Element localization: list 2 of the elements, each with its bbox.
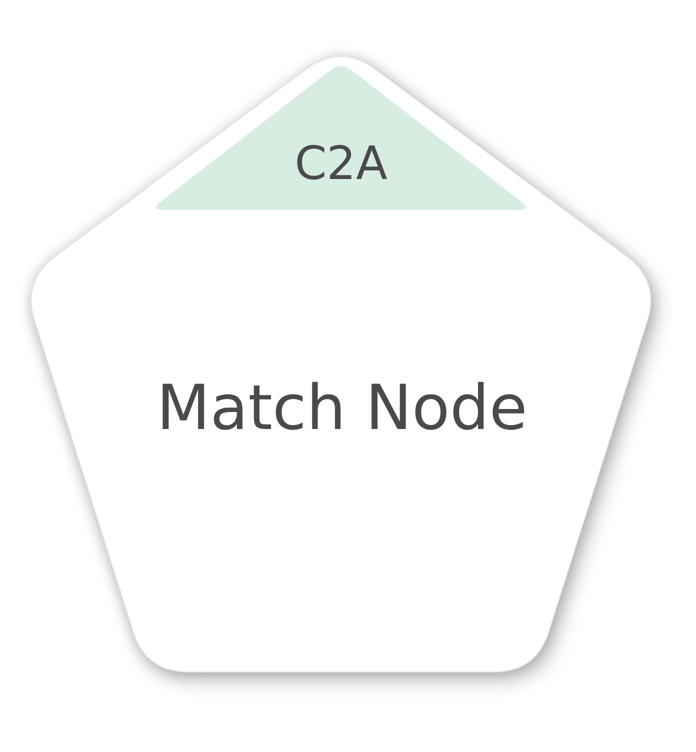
header-label: C2A: [294, 136, 388, 190]
node-label: Match Node: [156, 372, 528, 444]
